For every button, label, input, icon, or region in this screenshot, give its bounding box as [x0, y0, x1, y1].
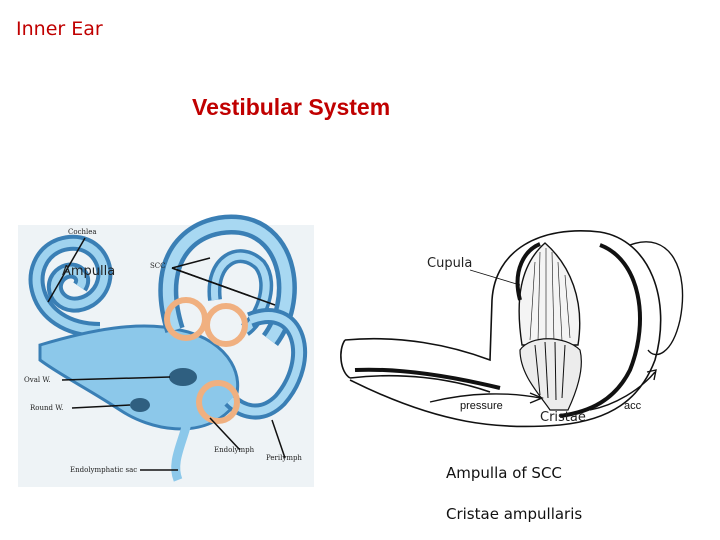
endolymph-label: Endolymph [214, 446, 255, 454]
acc-label: acc [624, 400, 642, 412]
cochlea-shape [28, 234, 113, 338]
cupula-shape [518, 242, 581, 346]
endolymphatic-sac-label: Endolymphatic sac [70, 466, 137, 474]
leader-lines [47, 237, 286, 471]
ampulla-outer-wall [344, 230, 662, 428]
inner-ear-illustration: Cochlea SCC Oval W. Round W. Endolymph P… [18, 214, 314, 487]
ampulla-overlay-label: Ampulla [62, 264, 116, 279]
cristae-label: Cristae [540, 410, 586, 425]
pressure-label: pressure [460, 400, 503, 412]
ampulla-ring-3 [196, 380, 240, 424]
oval-window-label: Oval W. [24, 376, 51, 384]
scc-label: SCC [150, 262, 166, 270]
ampulla-illustration [340, 230, 684, 428]
perilymph-label: Perilymph [266, 454, 302, 462]
pressure-arrow [429, 393, 541, 403]
cochlea-label: Cochlea [68, 228, 97, 236]
ampulla-ring-2 [204, 303, 248, 347]
round-window-shape [130, 398, 150, 412]
oval-window-shape [169, 368, 197, 386]
membranous-duct [354, 367, 501, 390]
caption-cristae-ampullaris: Cristae ampullaris [446, 505, 583, 523]
section-label: Inner Ear [16, 18, 103, 40]
round-window-label: Round W. [30, 404, 63, 412]
hair-cells [534, 341, 566, 401]
acc-arrow [589, 371, 656, 411]
cupula-label: Cupula [427, 256, 473, 271]
crista-shape [519, 338, 582, 411]
cupula-striations [529, 248, 571, 343]
slide-title: Vestibular System [192, 94, 391, 120]
endolymphatic-duct-shape [171, 409, 195, 482]
caption-ampulla-of-scc: Ampulla of SCC [446, 464, 562, 482]
